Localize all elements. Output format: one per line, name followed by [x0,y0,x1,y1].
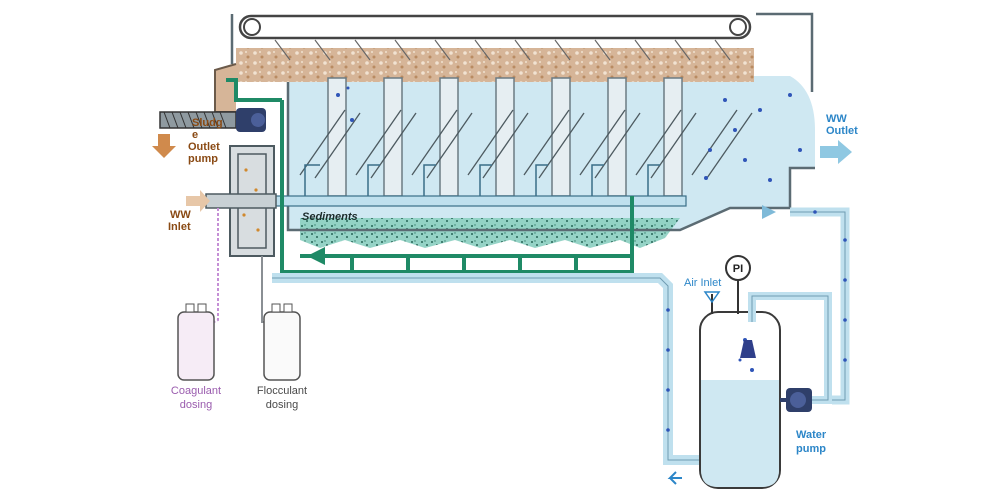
ww-inlet-arrow [186,190,210,212]
coagulant-label-1: Coagulant [171,385,221,397]
sludge-label-2: e [192,129,198,141]
coagulant-label-2: dosing [180,399,212,411]
return-arrow [667,471,682,485]
sludge-label-4: pump [188,153,218,165]
tank-feed-header [271,195,687,207]
coagulant-container [177,303,215,381]
riser-columns [327,77,683,197]
inlet-arrow-right [762,205,776,219]
ww-inlet-label-1: WW [170,209,191,221]
sludge-blanket [236,48,754,82]
saturation-tank [699,311,781,489]
ww-inlet-label-2: Inlet [168,221,191,233]
ww-outlet-label-1: WW [826,113,847,125]
air-bubbles [336,86,802,182]
pi-label: PI [733,263,743,275]
air-inlet-label: Air Inlet [684,277,721,289]
lamella-plates [299,109,753,179]
feed-pipe [205,193,277,209]
scraper-conveyor [238,14,752,40]
sludge-label-1: Sludg [192,117,223,129]
green-recycle-pipes [226,78,634,274]
tank-outline [230,14,815,232]
pressure-indicator: PI [725,255,751,314]
sludge-label-3: Outlet [188,141,220,153]
water-pump-label-2: pump [796,443,826,455]
sludge-outlet-arrow [152,134,176,158]
flocculant-label-2: dosing [266,399,298,411]
flocculant-label-1: Flocculant [257,385,307,397]
ww-outlet-label-2: Outlet [826,125,858,137]
sediments-label: Sediments [302,211,358,223]
bottom-transfer-pipe [272,273,700,465]
nozzle [740,340,756,358]
air-inlet [703,291,721,314]
sediment-layer [300,218,680,248]
dispersion-droplines [304,164,660,196]
coagulant-line [209,208,219,325]
sludge-outlet-pump [159,108,266,132]
recirculation-pipe [790,207,850,405]
ww-outlet-arrow [820,140,852,164]
water-pump-icon [780,388,812,412]
flocculant-container [263,303,301,381]
water-pump-label-1: Water [796,429,827,441]
